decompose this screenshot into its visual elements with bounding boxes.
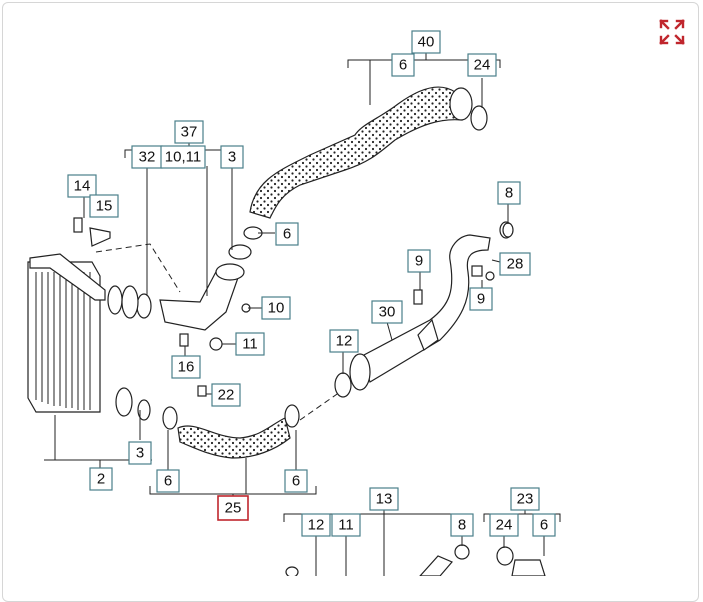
svg-text:14: 14 — [74, 178, 91, 195]
label-25-highlighted[interactable]: 25 — [217, 495, 249, 521]
label-8-bottom[interactable]: 8 — [450, 513, 474, 537]
label-2[interactable]: 2 — [89, 467, 113, 491]
label-12[interactable]: 12 — [329, 329, 359, 353]
svg-text:11: 11 — [242, 336, 258, 353]
label-6-bottom[interactable]: 6 — [532, 513, 556, 537]
svg-text:8: 8 — [505, 185, 513, 202]
svg-text:6: 6 — [283, 226, 291, 243]
label-11-bottom[interactable]: 11 — [331, 513, 361, 537]
svg-text:15: 15 — [96, 198, 113, 215]
svg-text:28: 28 — [507, 256, 524, 273]
svg-text:10,11: 10,11 — [165, 149, 201, 166]
svg-text:24: 24 — [496, 517, 513, 534]
label-30[interactable]: 30 — [371, 300, 403, 324]
svg-text:37: 37 — [181, 124, 198, 141]
svg-text:10: 10 — [268, 300, 285, 317]
svg-text:32: 32 — [139, 149, 156, 166]
svg-text:25: 25 — [225, 500, 242, 517]
charge-pipe-30 — [334, 221, 513, 398]
svg-text:22: 22 — [218, 387, 235, 404]
label-6-left[interactable]: 6 — [156, 469, 180, 493]
label-3[interactable]: 3 — [220, 145, 244, 169]
svg-text:12: 12 — [308, 517, 325, 534]
label-24[interactable]: 24 — [467, 53, 497, 77]
svg-text:16: 16 — [178, 359, 195, 376]
intercooler-parts-diagram: 40 6 24 37 32 10,11 3 14 15 6 8 28 9 9 1… — [27, 30, 561, 576]
label-22[interactable]: 22 — [211, 383, 241, 407]
label-10[interactable]: 10 — [261, 296, 291, 320]
label-15[interactable]: 15 — [89, 194, 119, 218]
label-8[interactable]: 8 — [497, 181, 521, 205]
label-14[interactable]: 14 — [67, 174, 97, 198]
label-6[interactable]: 6 — [391, 53, 415, 77]
svg-text:12: 12 — [336, 333, 353, 350]
leader-lines — [44, 52, 561, 576]
label-6-right[interactable]: 6 — [284, 469, 308, 493]
label-12-bottom[interactable]: 12 — [301, 513, 331, 537]
label-16[interactable]: 16 — [171, 355, 201, 379]
svg-text:3: 3 — [228, 149, 236, 166]
label-23[interactable]: 23 — [510, 487, 540, 511]
svg-text:11: 11 — [338, 517, 354, 534]
label-11[interactable]: 11 — [235, 332, 265, 356]
svg-text:9: 9 — [415, 253, 423, 270]
label-10-11[interactable]: 10,11 — [160, 145, 206, 169]
svg-text:13: 13 — [376, 491, 393, 508]
label-9[interactable]: 9 — [407, 249, 431, 273]
svg-text:23: 23 — [517, 491, 534, 508]
expand-arrows-icon[interactable] — [658, 18, 686, 46]
part-labels: 40 6 24 37 32 10,11 3 14 15 6 8 28 9 9 1… — [67, 30, 556, 537]
svg-text:6: 6 — [399, 57, 407, 74]
charge-hose-lower — [162, 404, 300, 459]
svg-text:9: 9 — [477, 291, 485, 308]
label-28[interactable]: 28 — [499, 252, 531, 276]
label-32[interactable]: 32 — [131, 145, 163, 169]
svg-text:6: 6 — [292, 473, 300, 490]
svg-text:24: 24 — [474, 57, 491, 74]
elbow-connector — [121, 244, 252, 331]
bottom-partial-parts — [285, 544, 546, 576]
label-40[interactable]: 40 — [411, 30, 441, 54]
charge-pipe-upper — [249, 86, 488, 219]
svg-text:40: 40 — [418, 34, 435, 51]
svg-text:2: 2 — [97, 471, 105, 488]
label-24-bottom[interactable]: 24 — [489, 513, 519, 537]
label-9-bracket[interactable]: 9 — [469, 287, 493, 311]
label-6-throttle[interactable]: 6 — [275, 222, 299, 246]
label-3-lower[interactable]: 3 — [128, 441, 152, 465]
label-37[interactable]: 37 — [174, 120, 204, 144]
svg-text:8: 8 — [458, 517, 466, 534]
label-13[interactable]: 13 — [369, 487, 399, 511]
intercooler — [27, 253, 133, 460]
svg-text:6: 6 — [540, 517, 548, 534]
svg-text:30: 30 — [379, 304, 396, 321]
svg-text:3: 3 — [136, 445, 144, 462]
small-fasteners — [73, 217, 514, 421]
svg-text:6: 6 — [164, 473, 172, 490]
